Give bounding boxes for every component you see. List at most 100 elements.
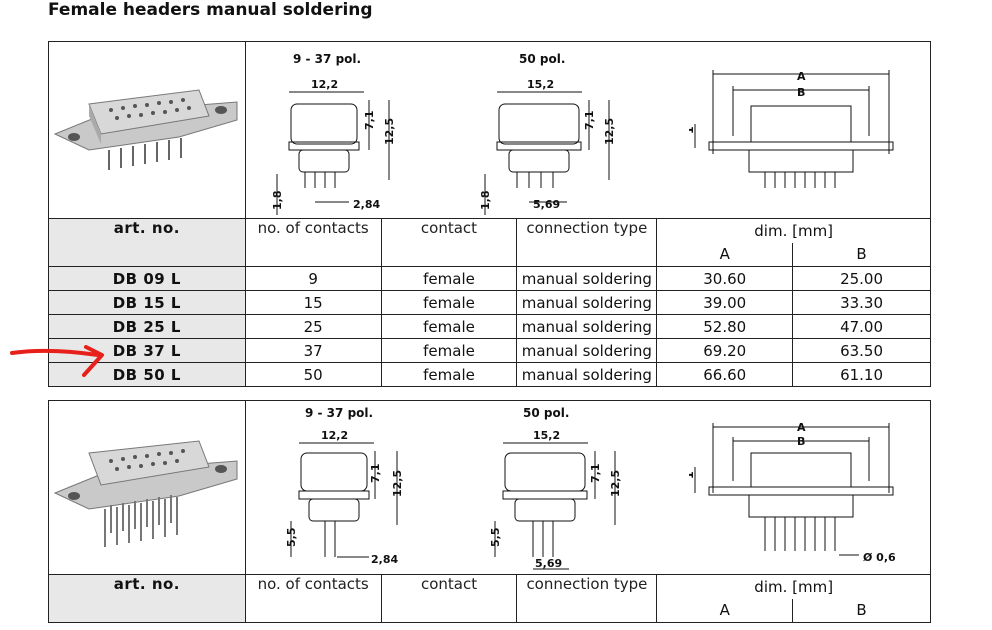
svg-text:5,69: 5,69 bbox=[533, 198, 560, 211]
drawing-front-ab: A B 1 bbox=[689, 70, 894, 188]
pol-label-small: 9 - 37 pol. bbox=[293, 52, 362, 66]
drawing-row: 9 - 37 pol. 50 pol. 12,2 7,1 12,5 1,8 2,… bbox=[48, 41, 931, 218]
svg-text:2,84: 2,84 bbox=[353, 198, 380, 211]
header-contact: contact bbox=[380, 218, 518, 267]
drawing-50-pcb: 15,2 7,1 12,5 5,5 5,69 bbox=[489, 429, 622, 570]
cell-contacts: 15 bbox=[244, 290, 382, 315]
header-dim-a: A bbox=[656, 242, 794, 267]
product-block-solder-cup: 9 - 37 pol. 50 pol. 12,2 7,1 12,5 1,8 2,… bbox=[48, 41, 931, 387]
table-subheader-row: A B bbox=[49, 598, 931, 623]
svg-text:7,1: 7,1 bbox=[589, 464, 602, 484]
svg-text:12,2: 12,2 bbox=[311, 78, 338, 91]
cell-dim-b: 47.00 bbox=[792, 314, 931, 339]
svg-text:5,69: 5,69 bbox=[535, 557, 562, 570]
svg-text:1,8: 1,8 bbox=[271, 191, 284, 211]
table-row: DB 09 L 9 female manual soldering 30.60 … bbox=[48, 266, 931, 291]
cell-dim-b: 63.50 bbox=[792, 338, 931, 363]
drawing-9-37-solder: 12,2 7,1 12,5 1,8 2,84 bbox=[271, 78, 396, 215]
svg-text:12,5: 12,5 bbox=[609, 470, 622, 497]
header-contacts: no. of contacts bbox=[244, 218, 382, 267]
svg-text:15,2: 15,2 bbox=[533, 429, 560, 442]
header-contact: contact bbox=[380, 574, 518, 623]
svg-text:B: B bbox=[797, 435, 805, 448]
cell-contact: female bbox=[380, 290, 518, 315]
svg-text:5,5: 5,5 bbox=[489, 528, 502, 548]
dsub-female-pcb-photo bbox=[53, 440, 238, 547]
table-header-row: art. no. no. of contacts contact connect… bbox=[48, 218, 931, 267]
table-row: DB 37 L 37 female manual soldering 69.20… bbox=[48, 338, 931, 363]
header-dim: dim. [mm] bbox=[656, 218, 931, 243]
table-row: DB 15 L 15 female manual soldering 39.00… bbox=[48, 290, 931, 315]
svg-text:5,5: 5,5 bbox=[285, 528, 298, 548]
connector-photo bbox=[49, 42, 246, 218]
drawing-row: 9 - 37 pol. 50 pol. 12,2 7,1 12,5 5,5 2,… bbox=[48, 400, 931, 574]
svg-text:B: B bbox=[797, 86, 805, 99]
cell-dim-a: 69.20 bbox=[656, 338, 794, 363]
table-subheader-row: A B bbox=[49, 242, 931, 267]
cell-art: DB 15 L bbox=[48, 290, 246, 315]
pol-label-large: 50 pol. bbox=[523, 406, 570, 420]
cell-art: DB 09 L bbox=[48, 266, 246, 291]
cell-dim-a: 66.60 bbox=[656, 362, 794, 387]
pol-label-small: 9 - 37 pol. bbox=[305, 406, 374, 420]
svg-text:1: 1 bbox=[689, 126, 696, 134]
drawing-50-solder: 15,2 7,1 12,5 1,8 5,69 bbox=[479, 78, 616, 215]
cell-art: DB 25 L bbox=[48, 314, 246, 339]
header-dim-b: B bbox=[792, 598, 931, 623]
cell-conn: manual soldering bbox=[516, 266, 658, 291]
svg-text:2,84: 2,84 bbox=[371, 553, 398, 566]
product-block-pcb: 9 - 37 pol. 50 pol. 12,2 7,1 12,5 5,5 2,… bbox=[48, 400, 931, 623]
cell-dim-a: 39.00 bbox=[656, 290, 794, 315]
svg-text:12,5: 12,5 bbox=[603, 118, 616, 145]
spec-table-2: art. no. no. of contacts contact connect… bbox=[48, 574, 931, 623]
header-dim-a: A bbox=[656, 598, 794, 623]
cell-dim-b: 33.30 bbox=[792, 290, 931, 315]
svg-text:A: A bbox=[797, 70, 806, 83]
header-connection-type: connection type bbox=[516, 218, 658, 267]
cell-art: DB 50 L bbox=[48, 362, 246, 387]
cell-dim-a: 30.60 bbox=[656, 266, 794, 291]
red-arrow-annotation bbox=[10, 345, 104, 377]
svg-text:7,1: 7,1 bbox=[583, 111, 596, 131]
svg-text:12,5: 12,5 bbox=[391, 470, 404, 497]
header-dim-b: B bbox=[792, 242, 931, 267]
header-dim: dim. [mm] bbox=[656, 574, 931, 599]
svg-text:15,2: 15,2 bbox=[527, 78, 554, 91]
svg-text:7,1: 7,1 bbox=[363, 111, 376, 131]
cell-contact: female bbox=[380, 314, 518, 339]
cell-contacts: 25 bbox=[244, 314, 382, 339]
cell-dim-b: 25.00 bbox=[792, 266, 931, 291]
header-contacts: no. of contacts bbox=[244, 574, 382, 623]
dsub-female-photo bbox=[53, 89, 238, 170]
header-art-no: art. no. bbox=[48, 218, 246, 267]
cell-contacts: 37 bbox=[244, 338, 382, 363]
cell-contact: female bbox=[380, 362, 518, 387]
connector-photo bbox=[49, 401, 246, 574]
cell-contacts: 9 bbox=[244, 266, 382, 291]
cell-dim-b: 61.10 bbox=[792, 362, 931, 387]
spec-table-1: art. no. no. of contacts contact connect… bbox=[48, 218, 931, 387]
cell-art: DB 37 L bbox=[48, 338, 246, 363]
cell-contacts: 50 bbox=[244, 362, 382, 387]
svg-text:12,5: 12,5 bbox=[383, 118, 396, 145]
svg-text:12,2: 12,2 bbox=[321, 429, 348, 442]
svg-text:A: A bbox=[797, 421, 806, 434]
table-row: DB 50 L 50 female manual soldering 66.60… bbox=[48, 362, 931, 387]
drawing-9-37-pcb: 12,2 7,1 12,5 5,5 2,84 bbox=[285, 429, 404, 566]
table-row: DB 25 L 25 female manual soldering 52.80… bbox=[48, 314, 931, 339]
cell-conn: manual soldering bbox=[516, 290, 658, 315]
header-connection-type: connection type bbox=[516, 574, 658, 623]
cell-conn: manual soldering bbox=[516, 314, 658, 339]
cell-contact: female bbox=[380, 266, 518, 291]
pol-label-large: 50 pol. bbox=[519, 52, 566, 66]
cell-contact: female bbox=[380, 338, 518, 363]
svg-text:7,1: 7,1 bbox=[369, 464, 382, 484]
svg-text:1,8: 1,8 bbox=[479, 191, 492, 211]
drawing-front-ab-pcb: A B 1 Ø 0,6 bbox=[689, 421, 896, 564]
table-header-row: art. no. no. of contacts contact connect… bbox=[48, 574, 931, 623]
header-art-no: art. no. bbox=[48, 574, 246, 623]
page-heading: Female headers manual soldering bbox=[48, 0, 373, 20]
svg-text:1: 1 bbox=[689, 471, 696, 479]
cell-conn: manual soldering bbox=[516, 338, 658, 363]
cell-dim-a: 52.80 bbox=[656, 314, 794, 339]
